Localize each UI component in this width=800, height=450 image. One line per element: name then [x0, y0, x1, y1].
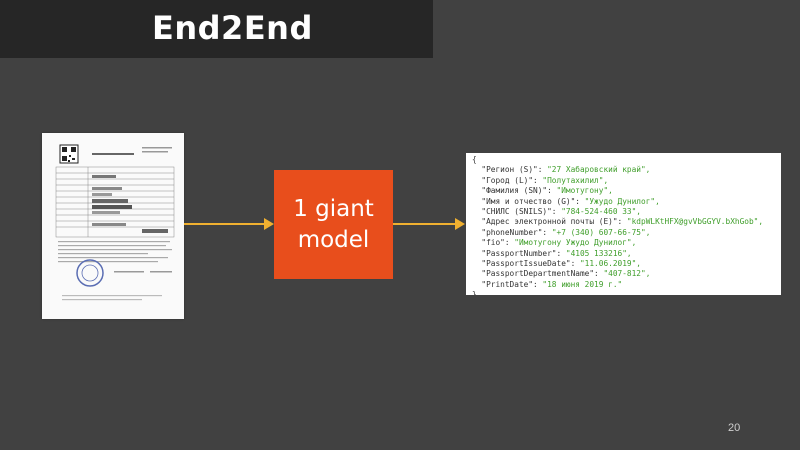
slide-number: 20: [728, 422, 741, 434]
qr-code-icon: [59, 144, 79, 164]
model-label-line1: 1 giant: [293, 195, 374, 222]
json-line: "Фамилия (SN)": "Имотугону",: [481, 186, 613, 196]
model-label-line2: model: [297, 226, 370, 253]
stamp-icon: [76, 259, 104, 287]
json-line: "PassportNumber": "4105 133216",: [481, 248, 632, 258]
json-line: "PassportDepartmentName": "407-812",: [481, 269, 651, 279]
json-output-panel: { "Регион (S)": "27 Хабаровский край", "…: [466, 153, 781, 295]
json-line: "PrintDate": "18 июня 2019 г.": [481, 279, 623, 289]
json-line: "Имя и отчество (G)": "Ужудо Дунилог",: [481, 196, 660, 206]
arrow-right-icon: [393, 218, 465, 230]
json-line: "Регион (S)": "27 Хабаровский край",: [481, 165, 651, 175]
json-close-brace: }: [472, 290, 477, 295]
json-line: "Адрес электронной почты (E)": "kdpWLKtH…: [481, 217, 764, 227]
json-line: "PassportIssueDate": "11.06.2019",: [481, 259, 641, 269]
json-open-brace: {: [472, 155, 477, 164]
slide-title: End2End: [152, 9, 313, 47]
json-line: "fio": "Имотугону Ужудо Дунилог",: [481, 238, 637, 248]
json-line: "phoneNumber": "+7 (340) 607-66-75",: [481, 227, 651, 237]
document-scan-graphic: [55, 144, 175, 301]
giant-model-box: 1 giant model: [274, 170, 393, 279]
arrow-right-icon: [184, 218, 274, 230]
json-line: "Город (L)": "Полутахилил",: [481, 175, 609, 185]
scanned-document-image: [42, 133, 184, 319]
json-line: "СНИЛС (SNILS)": "784-524-460 33",: [481, 207, 642, 217]
title-bar: End2End: [0, 0, 433, 58]
